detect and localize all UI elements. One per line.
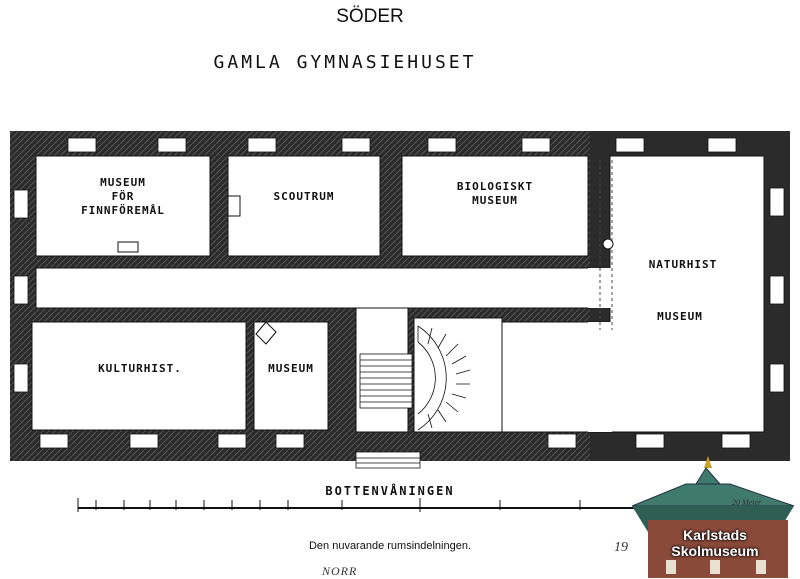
window	[547, 433, 577, 449]
fixture	[117, 241, 139, 253]
room-scoutrum	[227, 155, 381, 257]
window	[157, 137, 187, 153]
naturhist-lower-opening	[588, 322, 612, 432]
window	[427, 137, 457, 153]
fixture	[255, 321, 277, 345]
window	[615, 137, 645, 153]
window	[67, 137, 97, 153]
room-biologiskt	[401, 155, 589, 257]
scale-unit-label: 20 Meter	[732, 498, 762, 507]
window	[769, 363, 785, 393]
window	[13, 363, 29, 393]
year-fragment: 19	[614, 540, 628, 555]
room-label-kulturhist-museum: MUSEUM	[268, 362, 314, 375]
straight-stair	[359, 353, 413, 409]
room-label-museum-finn: MUSEUM FÖR FINNFÖREMÅL	[60, 176, 186, 218]
floor-title: BOTTENVÅNINGEN	[325, 484, 455, 498]
fixture	[602, 238, 614, 250]
room-museum-finn	[35, 155, 211, 257]
room-label-scoutrum: SCOUTRUM	[273, 190, 335, 203]
window	[769, 187, 785, 217]
room-label-line: MUSEUM	[472, 194, 518, 207]
entrance-steps	[355, 451, 421, 469]
staircase-area	[413, 317, 503, 433]
room-label-line: FINNFÖREMÅL	[81, 204, 165, 217]
room-label-line: MUSEUM	[100, 176, 146, 189]
window	[275, 433, 305, 449]
room-label-naturhist-museum: MUSEUM	[657, 310, 703, 323]
window	[13, 189, 29, 219]
window	[521, 137, 551, 153]
room-kulturhist	[31, 321, 247, 431]
corridor	[35, 267, 591, 309]
window	[635, 433, 665, 449]
museum-logo	[631, 456, 795, 578]
window	[769, 275, 785, 305]
window	[707, 137, 737, 153]
museum-logo-text-line1: Karlstads	[683, 527, 747, 543]
room-label-line: FÖR	[111, 190, 135, 203]
window	[341, 137, 371, 153]
orientation-label-south: SÖDER	[336, 6, 404, 27]
window	[129, 433, 159, 449]
museum-logo-text-line2: Skolmuseum	[671, 543, 759, 559]
window	[39, 433, 69, 449]
room-label-kulturhist: KULTURHIST.	[98, 362, 182, 375]
window	[217, 433, 247, 449]
caption: Den nuvarande rumsindelningen.	[308, 540, 472, 552]
orientation-label-north: NORR	[322, 564, 358, 578]
window	[247, 137, 277, 153]
room-label-line: BIOLOGISKT	[456, 180, 534, 193]
room-naturhist	[609, 155, 765, 433]
room-label-biologiskt: BIOLOGISKT MUSEUM	[420, 180, 570, 208]
building-title: GAMLA GYMNASIEHUSET	[213, 52, 477, 73]
fixture	[227, 195, 241, 217]
room-label-naturhist: NATURHIST	[648, 258, 718, 271]
window	[721, 433, 751, 449]
window	[13, 275, 29, 305]
